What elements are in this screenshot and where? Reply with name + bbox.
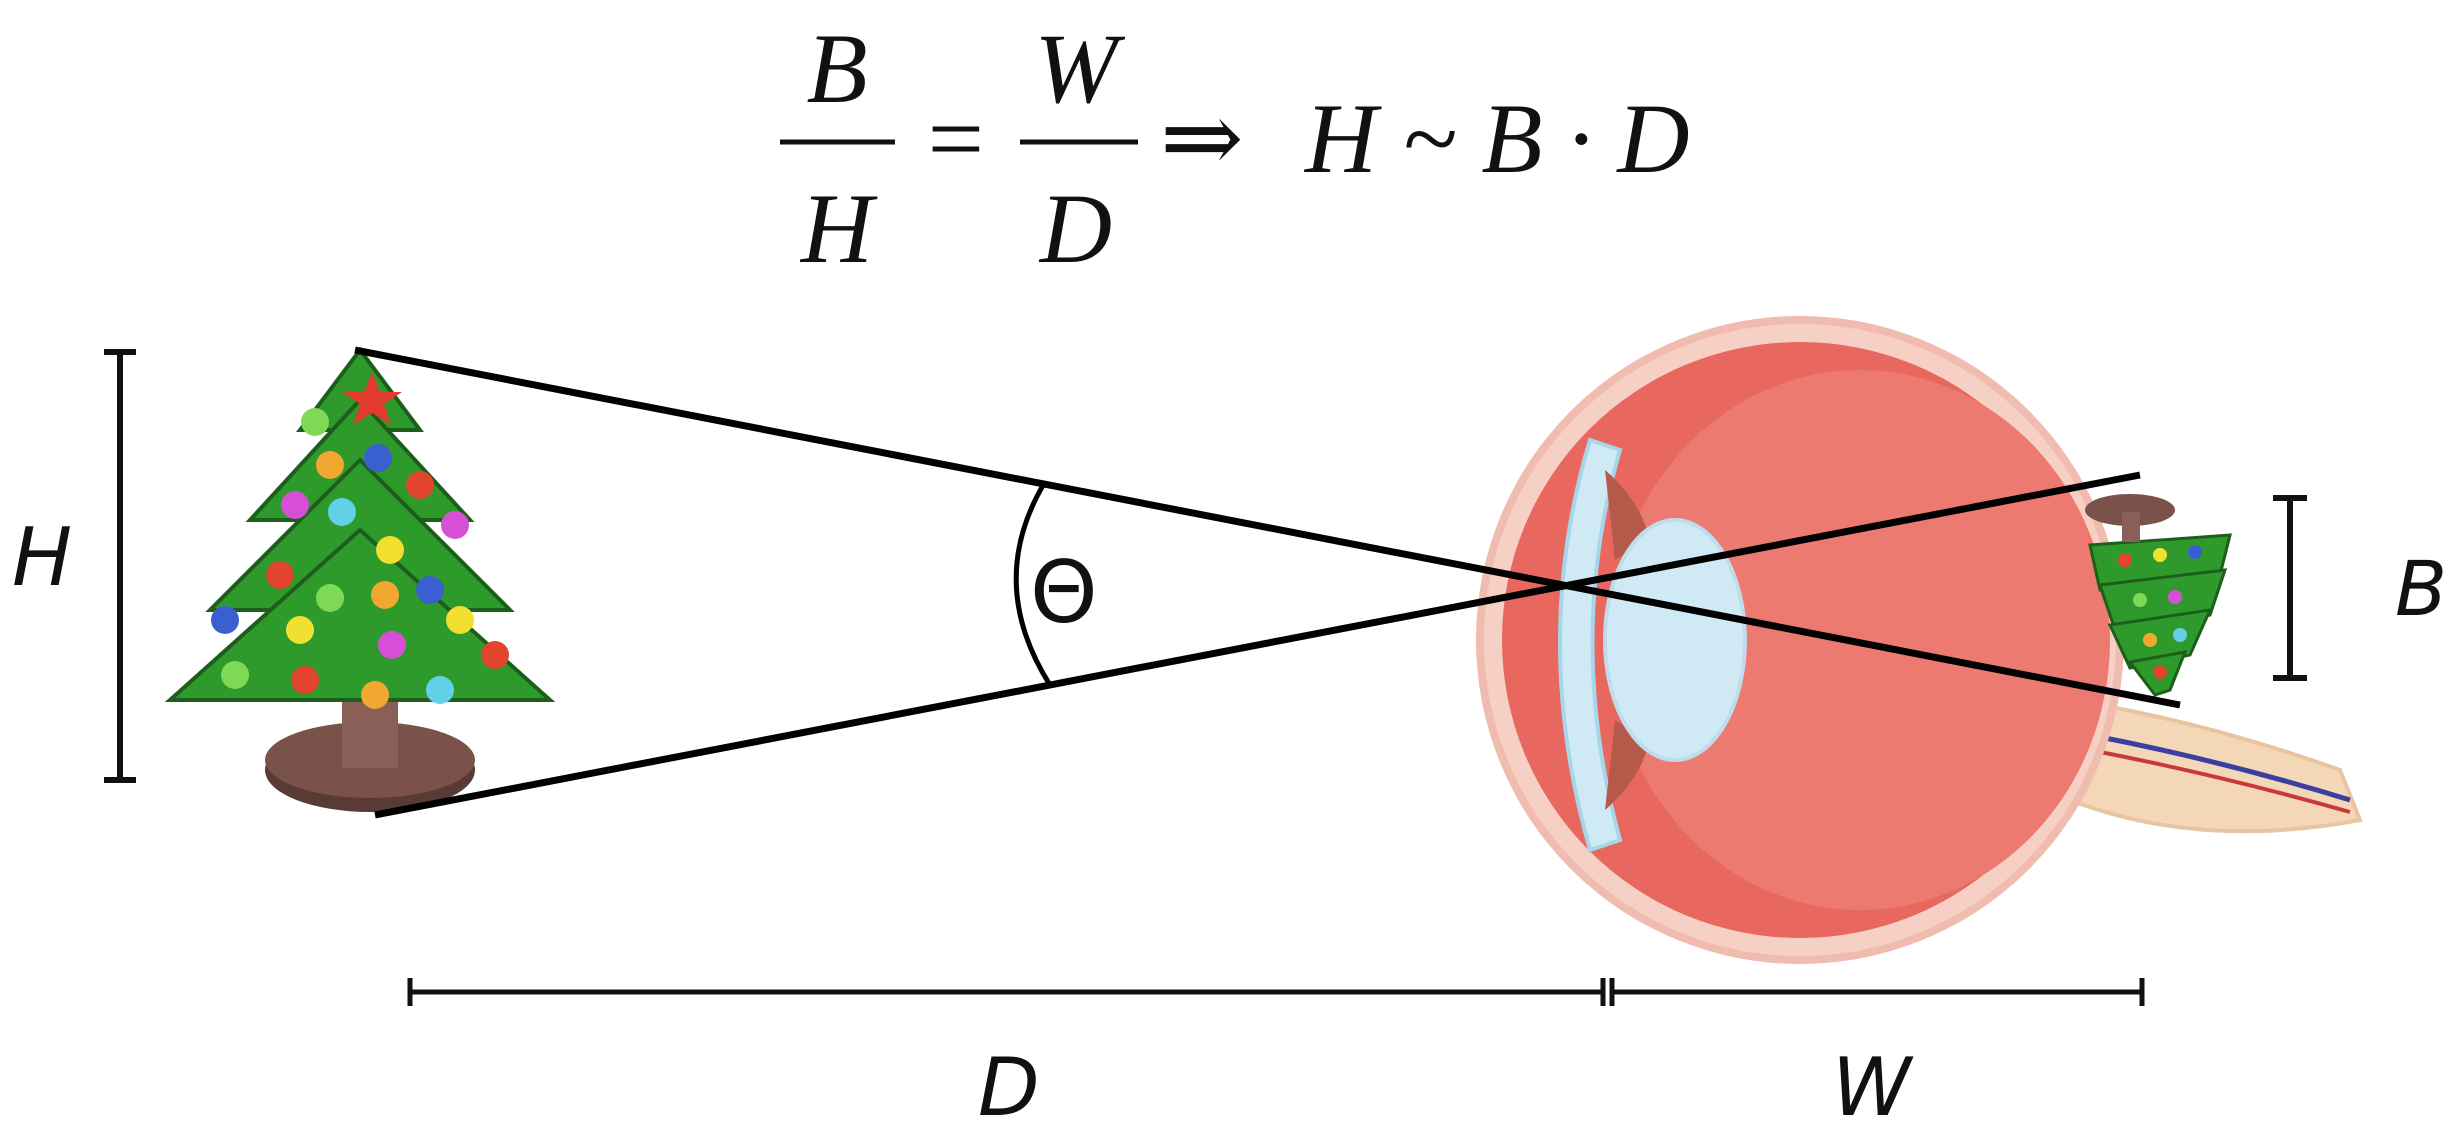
label-theta: Θ xyxy=(1030,543,1098,643)
formula-implies-arrow: ⇒ xyxy=(1160,83,1244,194)
formula-frac2-denominator: D xyxy=(1038,173,1112,284)
label-D: D xyxy=(978,1041,1040,1134)
distance-bar-D xyxy=(407,978,1606,1006)
label-W: W xyxy=(1832,1041,1914,1134)
inverted-tree-image-icon xyxy=(2085,494,2232,697)
label-B: B xyxy=(2395,544,2447,633)
image-bracket-B xyxy=(2273,495,2307,681)
formula-frac1-denominator: H xyxy=(799,173,878,284)
formula-equals: = xyxy=(921,83,988,194)
formula: B H = W D ⇒ H ~ B · D xyxy=(780,13,1690,284)
formula-rhs: H ~ B · D xyxy=(1303,83,1690,194)
label-H: H xyxy=(12,511,72,604)
ray-bottom-to-top xyxy=(374,471,2141,819)
height-bracket-H xyxy=(104,349,136,783)
angle-arc xyxy=(1013,480,1053,687)
light-rays xyxy=(354,346,2181,819)
formula-frac1-numerator: B xyxy=(806,13,867,124)
eye-width-bar-W xyxy=(1609,978,2145,1006)
eye-cross-section-icon xyxy=(1476,316,2363,964)
ray-top-to-bottom xyxy=(354,346,2181,709)
formula-frac2-numerator: W xyxy=(1034,13,1125,124)
christmas-tree-icon xyxy=(164,346,556,812)
